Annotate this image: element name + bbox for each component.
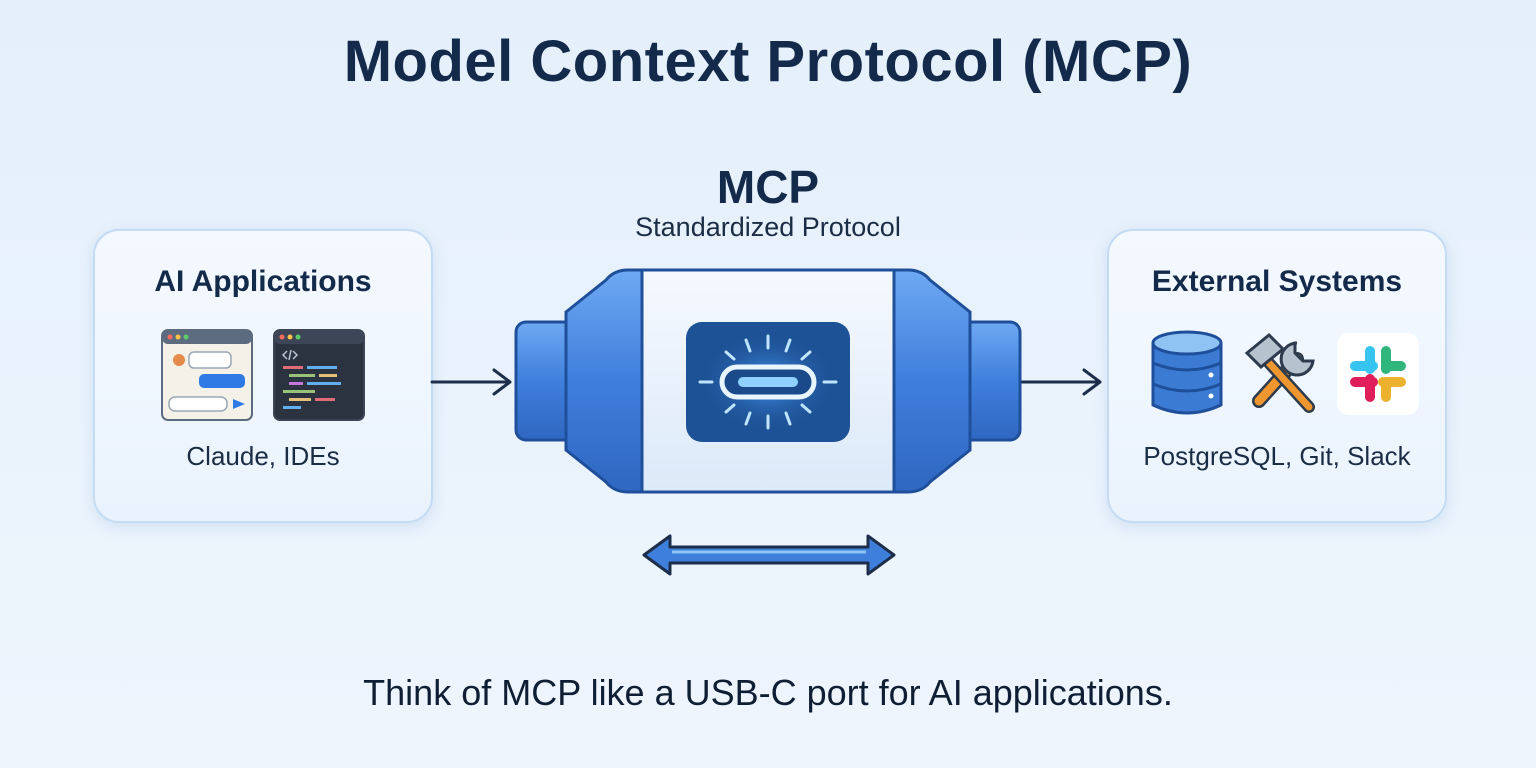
mcp-label: MCP: [716, 161, 820, 213]
chat-window-icon: [161, 329, 253, 421]
external-systems-caption: PostgreSQL, Git, Slack: [1143, 441, 1411, 471]
code-editor-icon: [273, 329, 365, 421]
tools-icon: [1239, 331, 1325, 417]
arrow-to-external-icon: [1020, 366, 1106, 398]
usb-c-connector-icon: [510, 262, 1026, 500]
ai-applications-card: AI Applications: [93, 229, 433, 523]
diagram-title: Model Context Protocol (MCP): [343, 29, 1193, 94]
bidirectional-arrow-icon: [640, 532, 898, 578]
external-systems-card: External Systems: [1107, 229, 1447, 523]
ai-applications-title: AI Applications: [154, 265, 372, 298]
footer-caption: Think of MCP like a USB-C port for AI ap…: [363, 672, 1173, 713]
database-icon: [1149, 329, 1225, 421]
ai-applications-caption: Claude, IDEs: [186, 441, 340, 471]
external-systems-title: External Systems: [1151, 265, 1403, 298]
arrow-to-mcp-icon: [430, 366, 516, 398]
slack-icon: [1337, 333, 1419, 415]
mcp-subtitle: Standardized Protocol: [635, 212, 901, 242]
